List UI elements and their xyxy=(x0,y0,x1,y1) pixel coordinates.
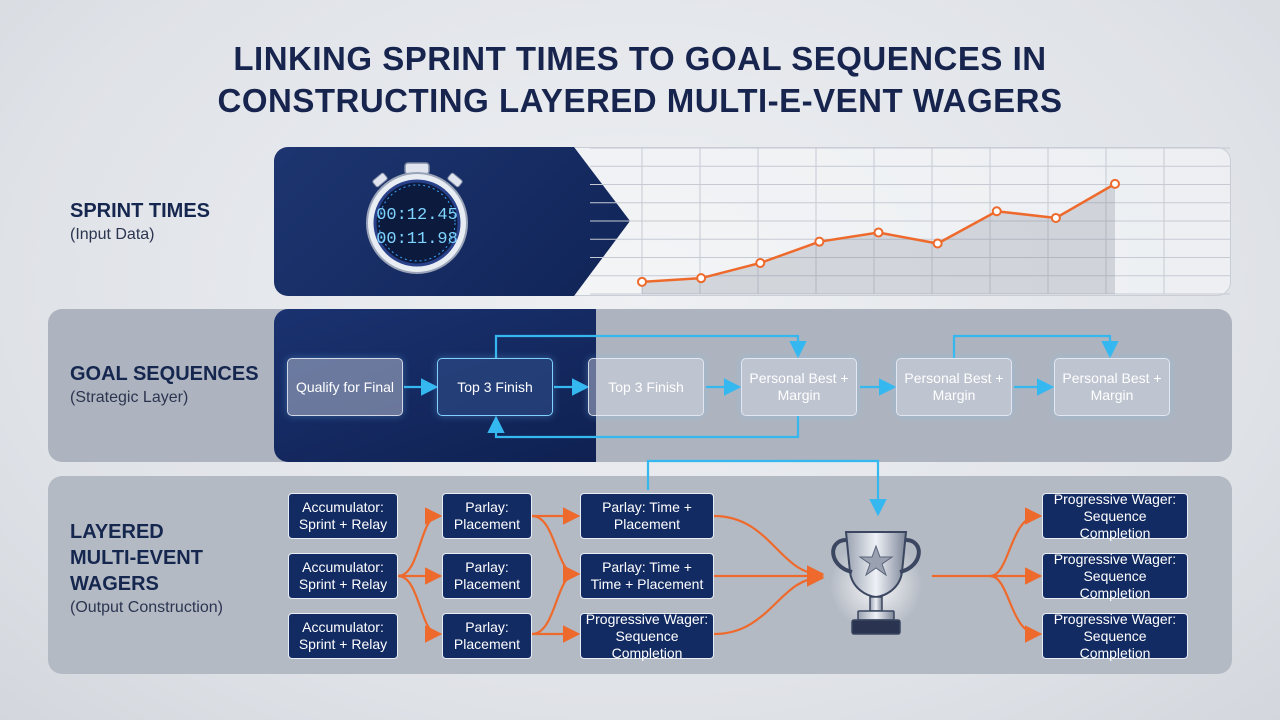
title-line-1: LINKING SPRINT TIMES TO GOAL SEQUENCES I… xyxy=(233,40,1047,77)
page-title: LINKING SPRINT TIMES TO GOAL SEQUENCES I… xyxy=(0,38,1280,122)
chart-points xyxy=(637,178,1120,287)
wagers-label: LAYERED MULTI-EVENT WAGERS (Output Const… xyxy=(70,519,223,619)
chart-point-4 xyxy=(814,236,825,247)
wager-progressive-3: Progressive Wager: Sequence Completion xyxy=(1042,611,1188,661)
chart-point-1 xyxy=(637,276,647,287)
wagers-title-1: LAYERED xyxy=(70,521,164,543)
wager-parlay-time-1: Parlay: Time + Placement xyxy=(580,493,714,539)
wager-progressive-2: Progressive Wager: Sequence Completion xyxy=(1042,551,1188,601)
goals-subtitle: (Strategic Layer) xyxy=(70,389,189,406)
wager-parlay-time-2: Parlay: Time + Time + Placement xyxy=(580,553,714,599)
wagers-subtitle: (Output Construction) xyxy=(70,599,223,616)
sprint-label: SPRINT TIMES (Input Data) xyxy=(70,198,210,246)
goals-title: GOAL SEQUENCES xyxy=(70,363,259,385)
goal-box-pb-c: Personal Best + Margin xyxy=(1054,358,1170,416)
chart-point-3 xyxy=(755,257,766,268)
wager-parlay-1: Parlay: Placement xyxy=(442,493,532,539)
title-line-2: CONSTRUCTING LAYERED MULTI-E-VENT WAGERS xyxy=(217,82,1063,119)
wager-accumulator-2: Accumulator: Sprint + Relay xyxy=(288,553,398,599)
goal-box-top3-b: Top 3 Finish xyxy=(588,358,704,416)
wager-progressive-1: Progressive Wager: Sequence Completion xyxy=(1042,491,1188,541)
chart-point-8 xyxy=(1050,212,1061,223)
wager-accumulator-1: Accumulator: Sprint + Relay xyxy=(288,493,398,539)
chart-point-5 xyxy=(873,227,884,238)
chart-point-9 xyxy=(1110,178,1120,189)
goal-box-pb-b: Personal Best + Margin xyxy=(896,358,1012,416)
goal-box-pb-a: Personal Best + Margin xyxy=(741,358,857,416)
sprint-title: SPRINT TIMES xyxy=(70,200,211,222)
stopwatch-time-1: 00:12.45 xyxy=(376,206,458,225)
chart-point-7 xyxy=(991,206,1002,217)
chart-point-6 xyxy=(932,238,943,249)
sprint-subtitle: (Input Data) xyxy=(70,226,155,243)
wager-progressive-mid: Progressive Wager: Sequence Completion xyxy=(580,611,714,661)
wager-accumulator-3: Accumulator: Sprint + Relay xyxy=(288,613,398,659)
chart-point-2 xyxy=(696,273,707,284)
wager-parlay-2: Parlay: Placement xyxy=(442,553,532,599)
wagers-title-2: MULTI-EVENT xyxy=(70,547,203,569)
goal-box-top3-a: Top 3 Finish xyxy=(437,358,553,416)
goal-box-qualify: Qualify for Final xyxy=(287,358,403,416)
wagers-title-3: WAGERS xyxy=(70,573,159,595)
stopwatch-time-2: 00:11.98 xyxy=(376,230,458,249)
wager-parlay-3: Parlay: Placement xyxy=(442,613,532,659)
goals-label: GOAL SEQUENCES (Strategic Layer) xyxy=(70,361,259,409)
